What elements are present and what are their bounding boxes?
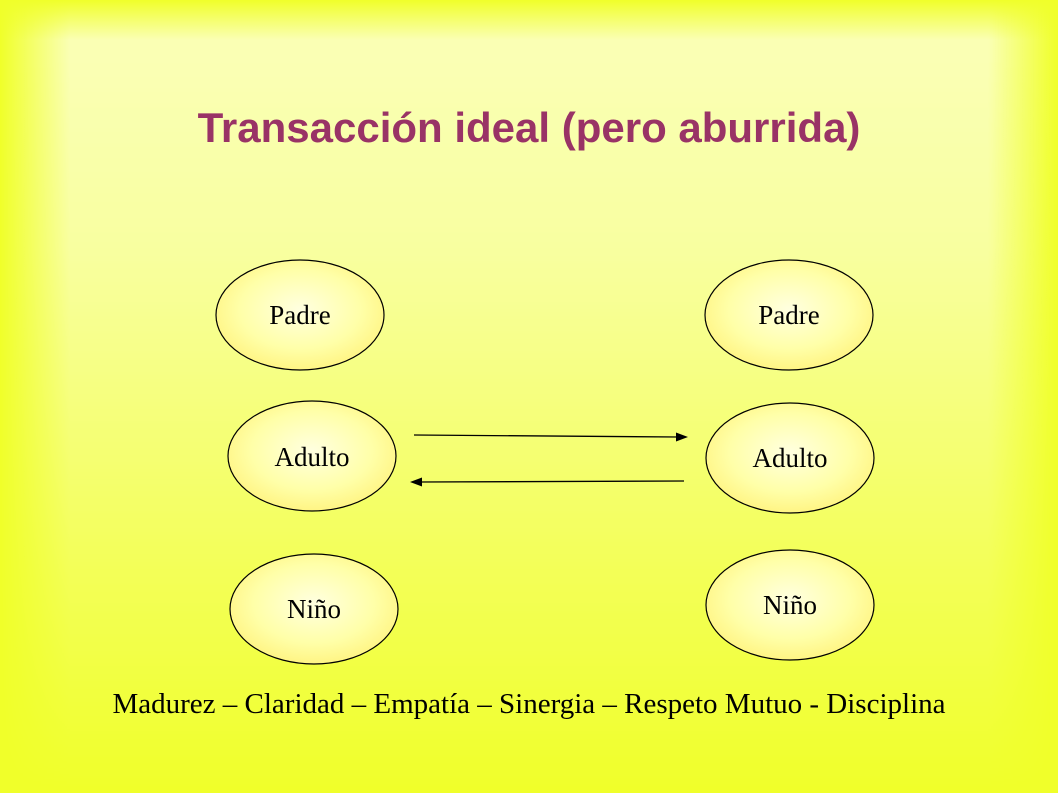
- left-adulto-state: Adulto: [227, 400, 397, 512]
- right-padre-label: Padre: [758, 300, 819, 330]
- left-nino-label: Niño: [287, 594, 341, 624]
- right-padre-state: Padre: [704, 259, 874, 371]
- left-nino-state: Niño: [229, 553, 399, 665]
- left-adulto-ellipse: [227, 400, 397, 512]
- right-adulto-ellipse: [705, 402, 875, 514]
- arrow-left-to-right: [413, 432, 688, 442]
- left-adulto-label: Adulto: [274, 442, 349, 472]
- right-padre-ellipse: [704, 259, 874, 371]
- slide-footer: Madurez – Claridad – Empatía – Sinergia …: [112, 688, 946, 720]
- right-adulto-state: Adulto: [705, 402, 875, 514]
- right-adulto-label: Adulto: [752, 443, 827, 473]
- left-padre-ellipse: [215, 259, 385, 371]
- left-nino-ellipse: [229, 553, 399, 665]
- right-nino-label: Niño: [763, 590, 817, 620]
- slide-title: Transacción ideal (pero aburrida): [197, 104, 861, 151]
- left-padre-state: Padre: [215, 259, 385, 371]
- left-padre-label: Padre: [269, 300, 330, 330]
- right-nino-ellipse: [705, 549, 875, 661]
- arrow-right-to-left: [410, 477, 685, 487]
- right-nino-state: Niño: [705, 549, 875, 661]
